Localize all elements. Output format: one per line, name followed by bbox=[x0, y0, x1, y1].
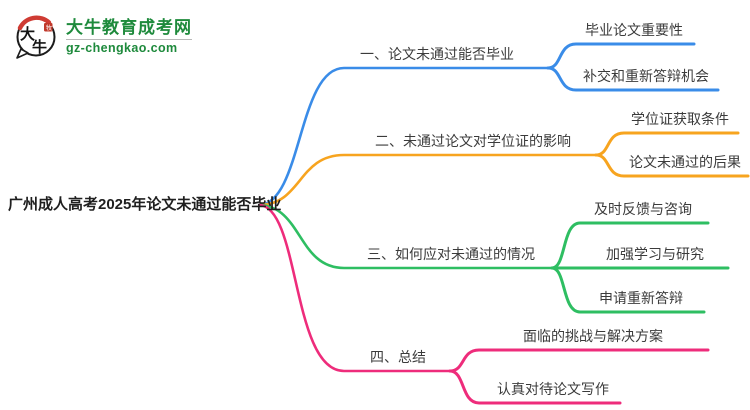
root-node[interactable]: 广州成人高考2025年论文未通过能否毕业 bbox=[8, 196, 282, 213]
branch-3-curve bbox=[258, 203, 554, 270]
logo-char-1: 大 bbox=[20, 25, 35, 43]
branch-1-child-2-line bbox=[546, 66, 720, 92]
branch-4-child-1-line bbox=[448, 348, 710, 373]
branch-1-child-2[interactable]: 补交和重新答辩机会 bbox=[583, 68, 709, 84]
branch-2-child-1[interactable]: 学位证获取条件 bbox=[631, 111, 729, 127]
branch-3-child-1[interactable]: 及时反馈与咨询 bbox=[594, 201, 692, 217]
branch-3-node[interactable]: 三、如何应对未通过的情况 bbox=[367, 246, 535, 262]
branch-4-curve bbox=[258, 203, 452, 373]
branch-2-curve bbox=[258, 153, 598, 207]
branch-2-child-2[interactable]: 论文未通过的后果 bbox=[629, 154, 741, 170]
branch-4-child-1[interactable]: 面临的挑战与解决方案 bbox=[523, 328, 663, 344]
branch-1-curve bbox=[258, 66, 550, 207]
branch-3-child-3-line bbox=[550, 266, 706, 314]
logo-char-2: 牛 bbox=[32, 38, 47, 56]
branch-1-node[interactable]: 一、论文未通过能否毕业 bbox=[360, 46, 514, 62]
logo-domain: gz-chengkao.com bbox=[66, 40, 178, 55]
logo-title: 大牛教育成考网 bbox=[66, 17, 192, 37]
branch-3-child-1-line bbox=[550, 221, 710, 270]
seal-mark: 牧 bbox=[46, 24, 52, 32]
site-logo: 大 牛 牧 大牛教育成考网 gz-chengkao.com bbox=[13, 13, 192, 59]
branch-2-node[interactable]: 二、未通过论文对学位证的影响 bbox=[375, 133, 571, 149]
bull-speech-bubble-icon: 大 牛 牧 bbox=[16, 15, 56, 59]
red-arc bbox=[17, 15, 52, 31]
branch-4-node[interactable]: 四、总结 bbox=[370, 349, 426, 365]
branch-3-child-3[interactable]: 申请重新答辩 bbox=[599, 290, 683, 306]
branch-2-child-2-line bbox=[594, 153, 750, 178]
logo-divider bbox=[66, 38, 192, 40]
branch-3-child-2[interactable]: 加强学习与研究 bbox=[606, 246, 704, 262]
branch-4-child-2[interactable]: 认真对待论文写作 bbox=[497, 381, 609, 397]
branch-4-child-2-line bbox=[448, 369, 622, 405]
branch-1-child-1[interactable]: 毕业论文重要性 bbox=[585, 22, 683, 38]
branch-1-child-1-line bbox=[546, 42, 696, 70]
red-seal bbox=[44, 23, 53, 32]
